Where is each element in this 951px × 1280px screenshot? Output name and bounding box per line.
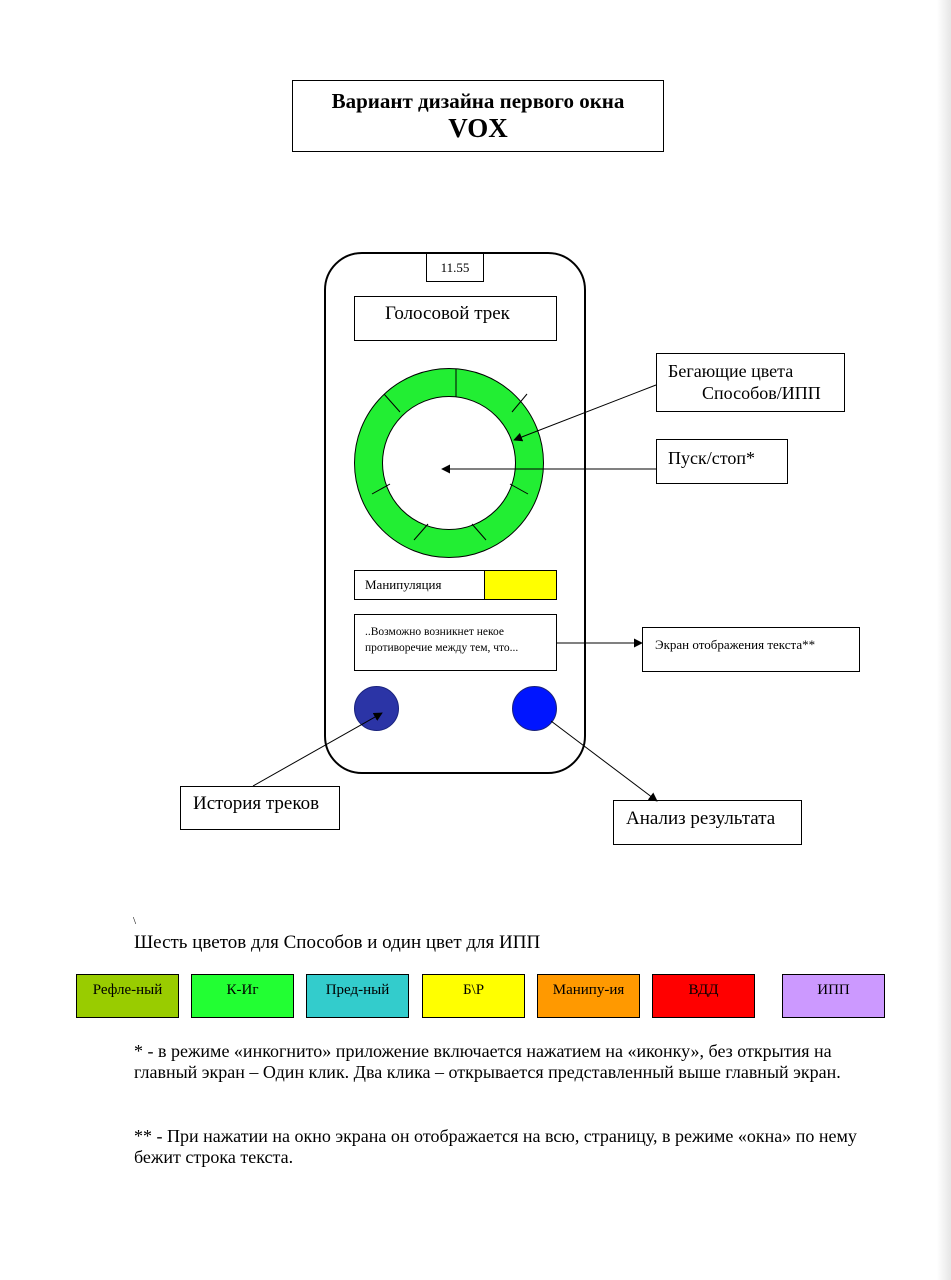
ring-tick — [509, 483, 529, 495]
text-preview-line-2: противоречие между тем, что... — [365, 642, 519, 654]
legend-swatch-7: ИПП — [782, 974, 885, 1018]
legend-swatch-3: Пред-ный — [306, 974, 409, 1018]
text-preview-line-1: ..Возможно возникнет некое — [365, 626, 504, 638]
arrow-track-history — [252, 712, 383, 787]
ring-tick — [383, 393, 401, 413]
title-box: Вариант дизайна первого окна VOX — [292, 80, 664, 152]
callout-running-colors-line-1: Бегающие цвета — [668, 361, 794, 381]
stray-backslash: \ — [133, 915, 137, 927]
ring-tick — [371, 483, 391, 495]
callout-text-screen: Экран отображения текста** — [642, 627, 860, 672]
manipulation-color-swatch — [484, 571, 556, 599]
ring-divider-ticks — [371, 369, 529, 541]
ring-tick — [471, 523, 487, 541]
manipulation-label: Манипуляция — [365, 577, 442, 592]
legend-swatch-2: К-Иг — [191, 974, 294, 1018]
track-history-button[interactable] — [354, 686, 399, 731]
result-analysis-button[interactable] — [512, 686, 557, 731]
callout-track-history: История треков — [180, 786, 340, 830]
status-time: 11.55 — [426, 253, 484, 282]
title-line-2: VOX — [448, 113, 508, 143]
arrow-running-colors — [513, 384, 657, 442]
legend-swatch-6: ВДД — [652, 974, 755, 1018]
footnote-incognito: * - в режиме «инкогнито» приложение вклю… — [134, 1041, 841, 1082]
legend-swatch-1: Рефле-ный — [76, 974, 179, 1018]
colors-heading: Шесть цветов для Способов и один цвет дл… — [134, 932, 541, 953]
callout-result-analysis: Анализ результата — [613, 800, 802, 845]
start-stop-button[interactable] — [382, 396, 516, 530]
title-line-1: Вариант дизайна первого окна — [331, 89, 625, 113]
callout-running-colors-line-2: Способов/ИПП — [702, 383, 821, 403]
callout-running-colors: Бегающие цвета Способов/ИПП — [656, 353, 845, 412]
legend-swatch-4: Б\Р — [422, 974, 525, 1018]
voice-track-title: Голосовой трек — [354, 296, 557, 341]
text-screen[interactable]: ..Возможно возникнет некое противоречие … — [354, 614, 557, 671]
manipulation-indicator: Манипуляция — [354, 570, 557, 600]
page-edge-shadow — [937, 0, 951, 1280]
callout-start-stop: Пуск/стоп* — [656, 439, 788, 484]
footnote-text-screen: ** - При нажатии на окно экрана он отобр… — [134, 1126, 857, 1167]
arrow-result-analysis — [550, 720, 658, 802]
ring-tick — [511, 393, 528, 413]
legend-swatch-5: Манипу-ия — [537, 974, 640, 1018]
ring-tick — [413, 523, 429, 541]
